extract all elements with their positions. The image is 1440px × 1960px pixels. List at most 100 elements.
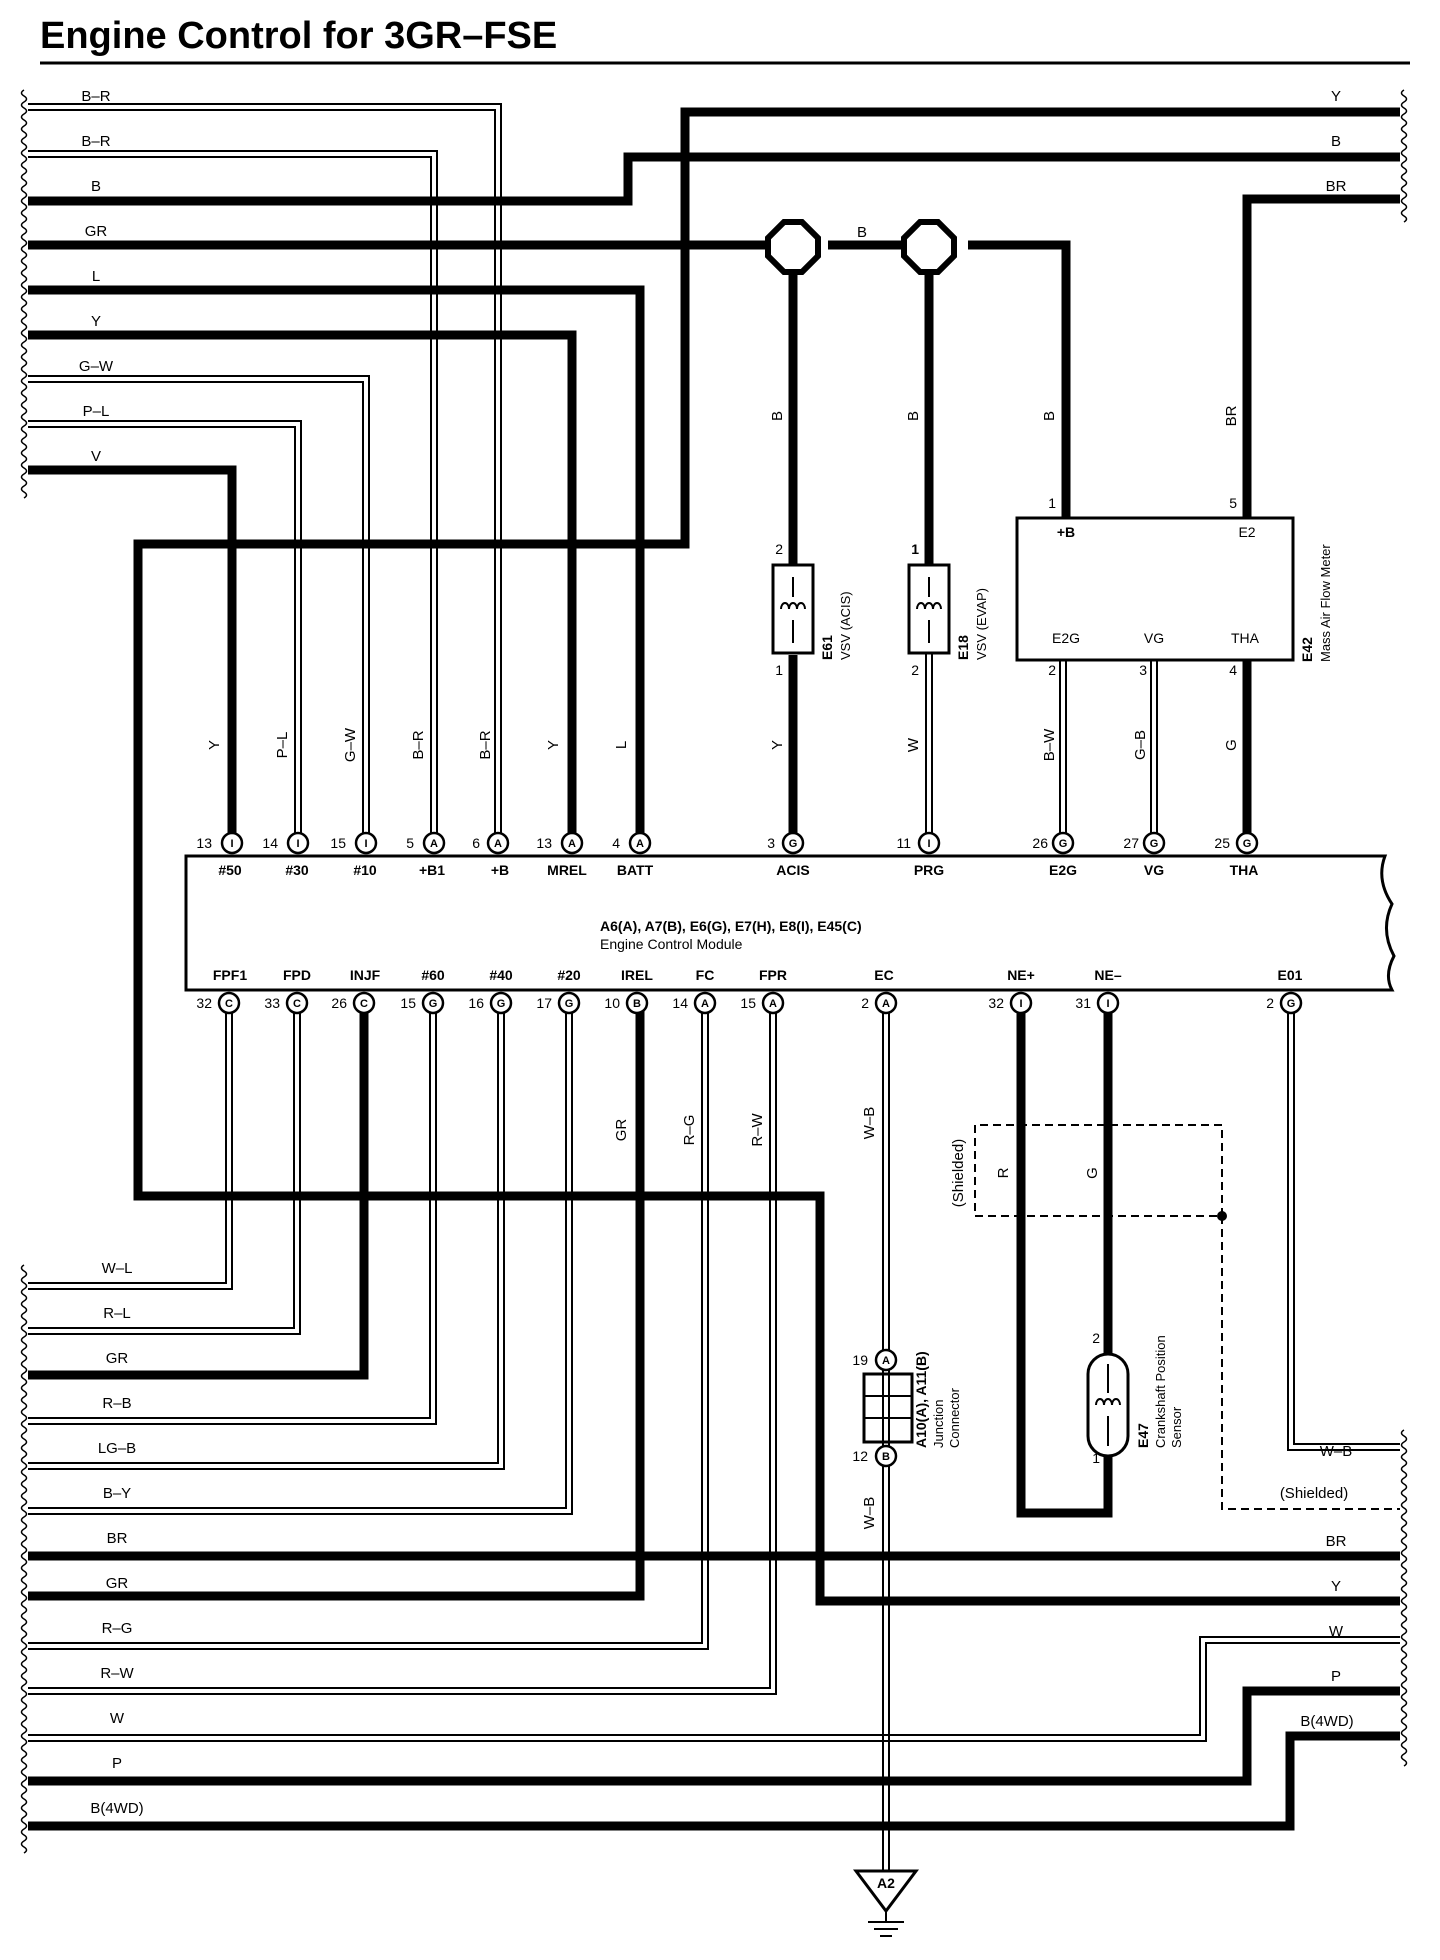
svg-text:15: 15 [400, 995, 416, 1011]
svg-text:A: A [636, 838, 644, 850]
wire-label: GR [106, 1350, 129, 1367]
svg-text:THA: THA [1230, 862, 1259, 878]
svg-text:E01: E01 [1278, 967, 1303, 983]
wire-label: G–W [342, 727, 359, 762]
splice-evap [901, 219, 957, 275]
wire-label: B(4WD) [90, 1800, 143, 1817]
svg-text:C: C [225, 998, 233, 1010]
wire-label: R–W [100, 1665, 134, 1682]
break-marks [20, 89, 1408, 1854]
svg-text:A: A [882, 1355, 890, 1367]
wire-label: R–G [102, 1620, 133, 1637]
wire-label: B [1041, 411, 1058, 421]
right-top-wire-labels: Y B BR [1326, 88, 1347, 195]
svg-text:G: G [1287, 998, 1296, 1010]
svg-text:19: 19 [852, 1352, 868, 1368]
wire-label: P–L [83, 403, 110, 420]
ecm-top-pins: I13#50 I14#30 I15#10 A5+B1 A6+B A13MREL … [196, 831, 1259, 878]
svg-text:#20: #20 [557, 967, 581, 983]
svg-text:6: 6 [472, 835, 480, 851]
ecm-pin: I15#10 [330, 831, 378, 878]
wire-label: Y [769, 740, 786, 750]
ground-symbol: A2 [853, 1869, 919, 1937]
wire-label: G–W [79, 358, 114, 375]
pin-number: 1 [1048, 495, 1056, 511]
svg-text:12: 12 [852, 1448, 868, 1464]
svg-text:A: A [769, 998, 777, 1010]
pin-number: 3 [1139, 662, 1147, 678]
svg-text:G: G [429, 998, 438, 1010]
break-mark [20, 1264, 28, 1854]
sensor-body [1086, 1352, 1130, 1458]
svg-text:FPD: FPD [283, 967, 311, 983]
wire-label: B–R [81, 133, 110, 150]
svg-text:11: 11 [896, 835, 911, 851]
wire-label: LG–B [98, 1440, 136, 1457]
svg-text:NE–: NE– [1094, 967, 1121, 983]
wire-label: R–L [103, 1305, 131, 1322]
vsv-acis: 2 1 E61 VSV (ACIS) [771, 541, 853, 678]
pin-name: VG [1144, 630, 1164, 646]
svg-text:#30: #30 [285, 862, 309, 878]
svg-text:MREL: MREL [547, 862, 587, 878]
svg-text:33: 33 [264, 995, 280, 1011]
left-bottom-wire-labels: W–L R–L GR R–B LG–B B–Y BR GR R–G R–W W … [90, 1260, 143, 1817]
wire-label: B [905, 411, 922, 421]
svg-text:VG: VG [1144, 862, 1164, 878]
shielded-label: (Shielded) [950, 1139, 967, 1207]
wire-layer [20, 89, 1408, 1880]
svg-text:A: A [430, 838, 438, 850]
svg-text:G: G [1243, 838, 1252, 850]
wire-label: B–W [1041, 728, 1058, 761]
wire-label: B [1331, 133, 1341, 150]
thick-wires [28, 107, 1400, 1831]
ground-label: A2 [877, 1875, 895, 1891]
svg-text:25: 25 [1214, 835, 1230, 851]
wire-label: B–R [81, 88, 110, 105]
pin-name: E2 [1238, 524, 1255, 540]
mid-wire-labels: GR R–G R–W W–B W–B [613, 1107, 878, 1530]
break-mark [1400, 1429, 1408, 1767]
svg-text:14: 14 [262, 835, 278, 851]
svg-text:#60: #60 [421, 967, 445, 983]
svg-text:I: I [1019, 998, 1022, 1010]
break-mark [1400, 89, 1408, 223]
coil-icon [1095, 1398, 1121, 1406]
wire-label: L [613, 741, 630, 749]
svg-text:31: 31 [1075, 995, 1091, 1011]
svg-text:G: G [1059, 838, 1068, 850]
wire-label: B–Y [103, 1485, 131, 1502]
ecm-name: Engine Control Module [600, 936, 743, 952]
svg-text:I: I [296, 838, 299, 850]
wire-label: Y [545, 740, 562, 750]
junction-connector: A 19 B 12 A10(A), A11(B) Junction Connec… [852, 1348, 962, 1468]
svg-text:16: 16 [468, 995, 484, 1011]
svg-text:32: 32 [988, 995, 1004, 1011]
svg-text:#40: #40 [489, 967, 513, 983]
pin-number: 1 [1092, 1450, 1100, 1466]
ecm-pin: A6+B [472, 831, 510, 878]
splice-acis [765, 219, 821, 275]
wire-label: GR [106, 1575, 129, 1592]
svg-text:C: C [360, 998, 368, 1010]
wire-label: V [91, 448, 101, 465]
wire-label: Y [1331, 88, 1341, 105]
pin-number: 5 [1229, 495, 1237, 511]
pin-number: 2 [1048, 662, 1056, 678]
pin-number: 1 [775, 662, 783, 678]
wire-label: P [112, 1755, 122, 1772]
wire-label: W–B [861, 1497, 878, 1530]
svg-text:+B: +B [491, 862, 509, 878]
svg-text:EC: EC [874, 967, 893, 983]
svg-text:2: 2 [861, 995, 869, 1011]
